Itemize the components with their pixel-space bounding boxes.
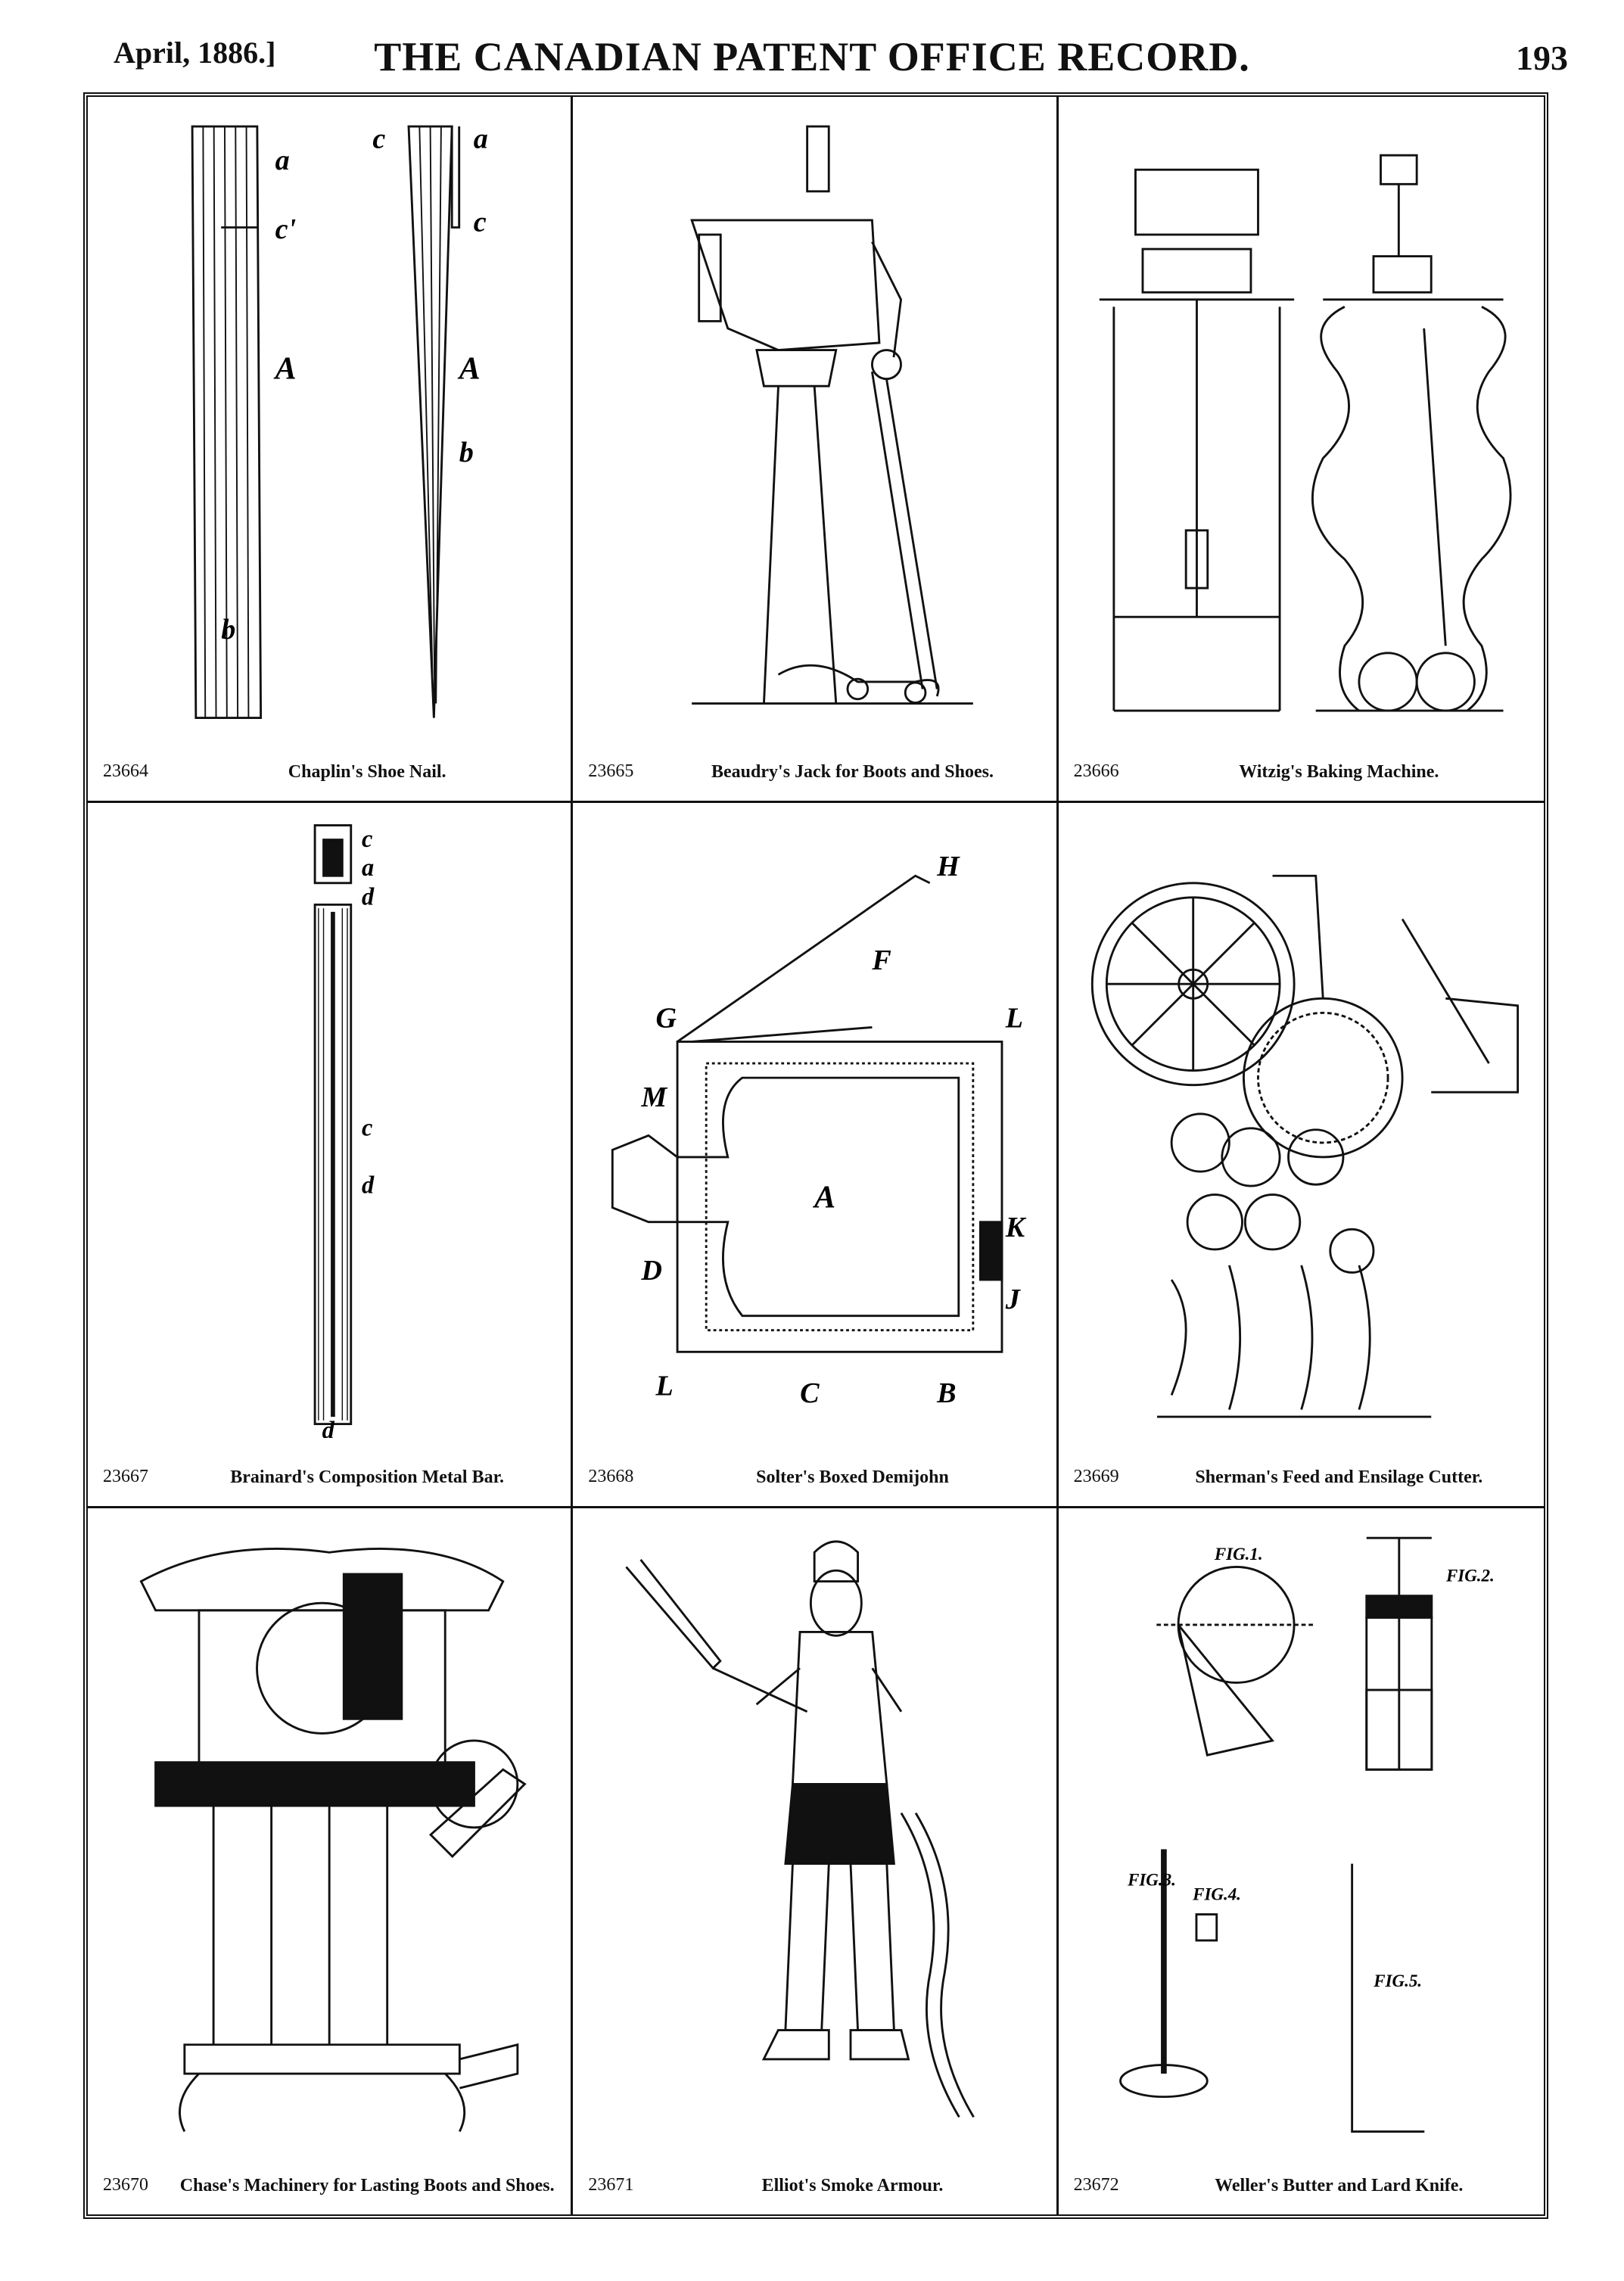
patent-title: Elliot's Smoke Armour. [761,2176,944,2195]
baking-machine-drawing [1099,154,1512,712]
nail-label: a [474,123,488,155]
patent-number: 23669 [1073,1467,1119,1487]
nail-label: A [457,352,481,387]
demijohn-label: C [800,1377,820,1409]
patent-cell: 23669 Sherman's Feed and Ensilage Cutter… [1058,803,1544,1509]
patent-title: Witzig's Baking Machine. [1239,761,1439,782]
issue-date: April, 1886.] [114,36,276,70]
bar-label: d [362,883,375,910]
smoke-armour-drawing [625,1540,975,2118]
demijohn-label: L [1005,1002,1023,1034]
patent-caption: 23665 Beaudry's Jack for Boots and Shoes… [588,761,1041,783]
page-number: 193 [1516,39,1568,77]
demijohn-drawing: H F G L M A K D J L C B [611,851,1027,1409]
patent-caption: 23672 Weller's Butter and Lard Knife. [1074,2175,1529,2196]
boot-jack-drawing [690,125,974,705]
bar-label: c [362,1114,372,1141]
patent-cell: a c' A b c a c A b 23664 Chaplin's Shoe … [88,97,574,803]
bar-label: d [322,1417,335,1438]
patent-cell: H F G L M A K D J L C B 23668 Solter's B… [573,802,1059,1509]
nail-label: b [459,437,474,468]
patent-caption: 23667 Brainard's Composition Metal Bar. [103,1467,555,1488]
patent-number: 23666 [1073,761,1119,781]
patent-caption: 23666 Witzig's Baking Machine. [1074,761,1529,783]
lasting-machine-drawing [139,1548,527,2133]
publication-title: THE CANADIAN PATENT OFFICE RECORD. [374,34,1250,79]
patent-caption: 23669 Sherman's Feed and Ensilage Cutter… [1074,1467,1529,1488]
patent-number: 23672 [1073,2175,1119,2195]
demijohn-label: D [641,1255,663,1287]
patent-cell: 23671 Elliot's Smoke Armour. [573,1508,1059,2214]
nail-label: A [273,352,297,387]
patent-number: 23667 [103,1467,148,1487]
butter-knife-drawing: FIG.1. FIG.2. FIG.3. FIG.4. FIG.5. [1118,1537,1495,2133]
demijohn-label: M [641,1081,668,1113]
bar-label: a [362,854,374,882]
shoe-nail-drawing: a c' A b c a c A b [191,123,488,720]
patent-number: 23664 [103,761,148,781]
knife-fig-label: FIG.4. [1192,1885,1241,1904]
knife-fig-label: FIG.1. [1214,1545,1263,1564]
nail-label: c [372,123,385,155]
metal-bar-drawing: c a d c d d [313,823,375,1438]
patent-number: 23668 [588,1467,634,1487]
bar-label: d [362,1172,375,1199]
demijohn-label: K [1005,1211,1027,1243]
demijohn-label: G [656,1002,677,1034]
patent-cell: 23665 Beaudry's Jack for Boots and Shoes… [573,97,1059,803]
patent-title: Sherman's Feed and Ensilage Cutter. [1195,1467,1483,1488]
patent-title: Solter's Boxed Demijohn [756,1467,949,1488]
patent-title: Brainard's Composition Metal Bar. [230,1467,505,1488]
patent-title: Chase's Machinery for Lasting Boots and … [179,2176,555,2195]
ensilage-cutter-drawing [1090,874,1519,1418]
demijohn-label: H [937,851,961,882]
nail-label: b [221,614,235,646]
demijohn-label: A [812,1180,835,1215]
patent-cell: c a d c d d 23667 Brainard's Composition… [88,802,574,1509]
patent-caption: 23668 Solter's Boxed Demijohn [588,1467,1041,1488]
patent-cell: 23670 Chase's Machinery for Lasting Boot… [88,1508,574,2214]
nail-label: a [275,145,290,176]
bar-label: c [362,826,372,853]
patent-caption: 23670 Chase's Machinery for Lasting Boot… [103,2175,555,2196]
patent-caption: 23664 Chaplin's Shoe Nail. [103,761,555,783]
patent-plate-frame: a c' A b c a c A b 23664 Chaplin's Shoe … [83,92,1548,2219]
patent-number: 23671 [588,2175,634,2195]
demijohn-label: B [937,1377,957,1409]
patent-number: 23665 [588,761,634,781]
knife-fig-label: FIG.2. [1445,1567,1495,1585]
patent-title: Chaplin's Shoe Nail. [288,761,446,782]
patent-grid: a c' A b c a c A b 23664 Chaplin's Shoe … [88,97,1544,2214]
page-header: April, 1886.] THE CANADIAN PATENT OFFICE… [0,0,1624,83]
nail-label: c [474,206,487,238]
nail-label: c' [275,213,297,245]
patent-number: 23670 [103,2175,148,2195]
knife-fig-label: FIG.5. [1373,1972,1422,1991]
demijohn-label: L [655,1370,674,1402]
patent-caption: 23671 Elliot's Smoke Armour. [588,2175,1041,2196]
patent-title: Beaudry's Jack for Boots and Shoes. [711,761,994,782]
patent-cell: FIG.1. FIG.2. FIG.3. FIG.4. FIG.5. 23672… [1059,1508,1544,2214]
patent-title: Weller's Butter and Lard Knife. [1215,2176,1464,2195]
demijohn-label: F [872,944,891,976]
demijohn-label: J [1005,1284,1022,1315]
patent-cell: 23666 Witzig's Baking Machine. [1058,97,1544,803]
knife-fig-label: FIG.3. [1127,1871,1176,1890]
